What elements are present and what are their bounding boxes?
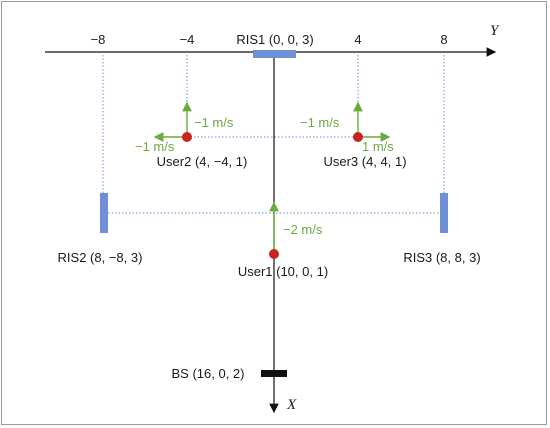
user2-label: User2 (4, −4, 1) xyxy=(157,154,248,169)
user2-velocity-y-label: −1 m/s xyxy=(135,139,175,154)
ris3-label: RIS3 (8, 8, 3) xyxy=(403,250,480,265)
ris1-label: RIS1 (0, 0, 3) xyxy=(236,32,313,47)
bs-label: BS (16, 0, 2) xyxy=(172,366,245,381)
user3-label: User3 (4, 4, 1) xyxy=(323,154,406,169)
velocity-arrows xyxy=(153,101,391,252)
user3-velocity-y-label: 1 m/s xyxy=(362,139,394,154)
y-tick-label: −8 xyxy=(91,32,106,47)
user3-velocity-x-label: −1 m/s xyxy=(300,115,340,130)
y-tick-label: 8 xyxy=(440,32,447,47)
user3-dot xyxy=(353,132,363,142)
user2-velocity-x-label: −1 m/s xyxy=(194,115,234,130)
user1-velocity-label: −2 m/s xyxy=(283,222,323,237)
user1-label: User1 (10, 0, 1) xyxy=(238,264,328,279)
ris2-label: RIS2 (8, −8, 3) xyxy=(58,250,143,265)
y-tick-label: −4 xyxy=(180,32,195,47)
x-axis-label: X xyxy=(286,397,297,413)
y-axis-label: Y xyxy=(490,23,500,39)
y-tick-label: 4 xyxy=(354,32,361,47)
user2-dot xyxy=(182,132,192,142)
bs-marker xyxy=(261,370,287,377)
ris3-panel xyxy=(440,193,448,233)
ris1-panel xyxy=(253,50,296,58)
user1-dot xyxy=(269,249,279,259)
ris2-panel xyxy=(100,193,108,233)
